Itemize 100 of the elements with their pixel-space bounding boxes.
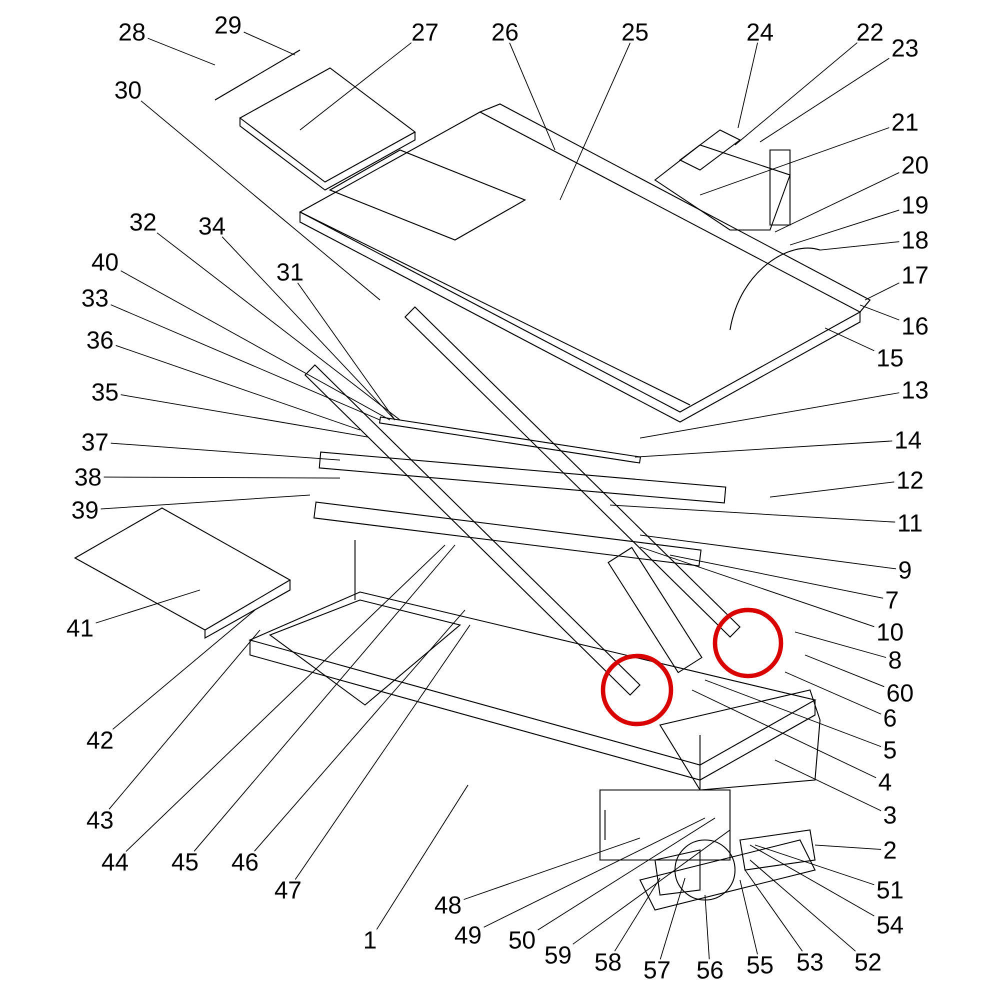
callout-number: 12: [898, 471, 922, 489]
leader-line: [614, 878, 660, 952]
leader-line: [560, 42, 631, 200]
callout-number: 23: [892, 39, 918, 57]
leader-line: [537, 818, 716, 930]
callout-number: 45: [172, 853, 198, 871]
callout-number: 18: [903, 231, 928, 249]
leader-line: [115, 345, 360, 430]
callout-number: 19: [903, 196, 928, 214]
callout-number: 41: [66, 620, 92, 636]
callout-number: 42: [86, 731, 112, 749]
callout-number: 15: [878, 349, 903, 367]
leader-line: [640, 534, 896, 570]
callout-number: 3: [884, 806, 896, 824]
leader-line: [634, 440, 893, 458]
callout-number: 59: [545, 946, 571, 964]
callout-number: 35: [92, 383, 118, 401]
leader-line: [824, 328, 875, 352]
leader-line: [103, 476, 340, 478]
callout-number: 17: [903, 266, 928, 284]
leader-line: [194, 544, 456, 852]
leader-line: [790, 210, 900, 246]
leader-line: [610, 504, 896, 523]
callout-number: 51: [877, 881, 902, 899]
leader-line: [700, 127, 890, 196]
callout-number: 33: [82, 289, 108, 307]
leader-line: [738, 42, 758, 128]
callout-number: 16: [903, 317, 928, 335]
leader-line: [112, 610, 256, 730]
callout-number: 20: [902, 156, 928, 174]
callout-number: 5: [884, 741, 896, 759]
leader-line: [704, 680, 882, 748]
leader-line: [483, 818, 706, 928]
callout-number: 50: [509, 931, 535, 949]
leader-line: [463, 838, 640, 900]
leader-line: [100, 494, 310, 510]
callout-number: 32: [130, 213, 156, 231]
leader-line: [750, 860, 856, 952]
callout-number: 52: [855, 953, 880, 971]
leader-line: [294, 624, 470, 880]
callout-number: 30: [115, 81, 141, 99]
leader-line: [110, 304, 380, 420]
callout-number: 37: [82, 433, 108, 451]
callout-number: 29: [216, 16, 240, 34]
leader-line: [784, 672, 882, 715]
leader-line: [110, 442, 340, 460]
leader-line: [120, 270, 390, 420]
callout-number: 24: [748, 23, 773, 41]
leader-line: [120, 394, 368, 438]
callout-number: 21: [892, 113, 918, 131]
leader-line: [640, 546, 875, 628]
leader-line: [297, 282, 396, 420]
callout-number: 10: [878, 623, 903, 641]
leader-line: [660, 878, 686, 960]
callout-number: 31: [277, 263, 302, 281]
callout-number: 8: [889, 651, 901, 669]
leader-line: [744, 870, 803, 952]
leader-line: [95, 590, 200, 624]
callout-number: 34: [199, 217, 225, 235]
leader-line: [754, 844, 875, 886]
leader-line: [804, 654, 885, 688]
callout-number: 22: [858, 23, 882, 41]
callout-number: 38: [75, 468, 101, 486]
callout-number: 46: [232, 853, 258, 871]
callout-number: 1: [365, 932, 376, 948]
leader-line: [140, 100, 380, 300]
leader-line: [704, 894, 710, 960]
leader-line: [692, 690, 876, 778]
leader-line: [156, 232, 400, 420]
leader-line: [770, 481, 895, 498]
callout-number: 47: [274, 882, 300, 898]
callout-number: 56: [697, 961, 723, 979]
callout-number: 9: [899, 561, 911, 579]
leader-line: [740, 880, 758, 955]
leader-line: [760, 58, 890, 142]
leader-line: [860, 304, 900, 320]
callout-number: 55: [747, 956, 773, 974]
callout-number: 53: [797, 953, 823, 971]
leader-line: [300, 42, 412, 130]
leader-line: [147, 38, 216, 66]
highlight-circle: [600, 654, 674, 726]
callout-number: 58: [595, 953, 621, 971]
leader-line: [509, 42, 556, 150]
callout-number: 27: [412, 23, 438, 41]
callout-number: 25: [622, 23, 648, 41]
callout-number: 7: [886, 592, 898, 608]
leader-line: [820, 241, 900, 250]
leader-line: [108, 630, 260, 810]
leader-line: [126, 544, 446, 852]
leader-line: [794, 632, 886, 658]
leader-line: [864, 282, 900, 300]
callout-number: 14: [896, 432, 921, 448]
callout-number: 2: [884, 841, 896, 859]
highlight-circle: [712, 608, 784, 678]
callout-number: 28: [120, 23, 145, 41]
callout-number: 57: [644, 961, 670, 979]
callout-number: 39: [72, 501, 98, 519]
callout-number: 4: [878, 774, 892, 790]
leader-line: [814, 844, 882, 850]
leader-line: [640, 392, 900, 438]
